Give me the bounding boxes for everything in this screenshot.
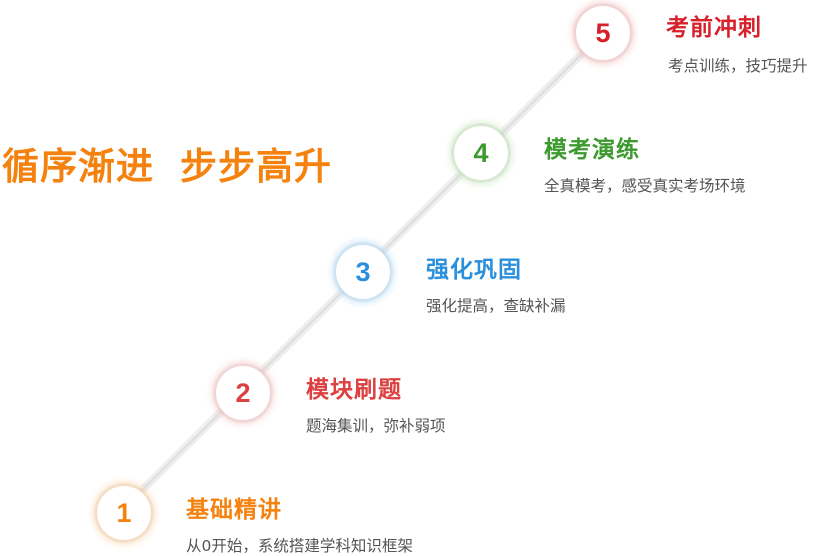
step-5-title: 考前冲刺: [666, 15, 762, 41]
headline: 循序渐进步步高升: [2, 136, 332, 190]
step-1-desc: 从0开始，系统搭建学科知识框架: [186, 537, 413, 555]
step-3-title: 强化巩固: [426, 257, 522, 283]
step-5-desc: 考点训练，技巧提升: [668, 57, 808, 75]
step-2-title: 模块刷题: [306, 377, 402, 403]
step-1-number-circle: 1: [97, 486, 151, 540]
step-4-title: 模考演练: [544, 137, 640, 163]
headline-part-1: 循序渐进: [2, 145, 154, 188]
headline-part-2: 步步高升: [180, 145, 332, 188]
step-2-number-circle: 2: [216, 366, 270, 420]
step-5-number-circle: 5: [576, 6, 630, 60]
step-2-desc: 题海集训，弥补弱项: [306, 417, 446, 435]
step-1-title: 基础精讲: [186, 497, 282, 523]
step-3-number-circle: 3: [336, 245, 390, 299]
step-3-desc: 强化提高，查缺补漏: [426, 297, 566, 315]
step-4-number-circle: 4: [454, 126, 508, 180]
step-4-desc: 全真模考，感受真实考场环境: [544, 177, 746, 195]
